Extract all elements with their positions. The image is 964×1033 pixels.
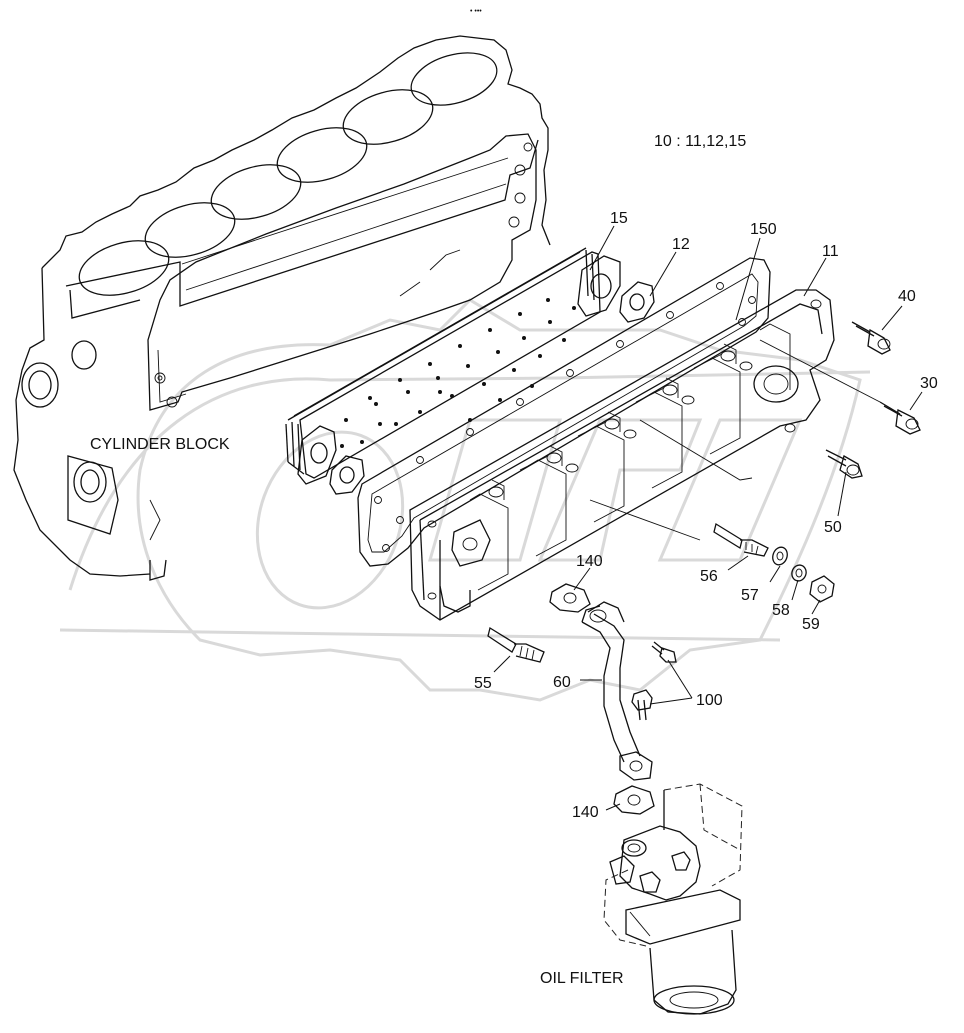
bolt-40 — [851, 321, 891, 355]
watermark-logo — [59, 298, 871, 702]
bolt-100-a — [651, 641, 677, 663]
callout-100: 100 — [696, 692, 723, 709]
cover-bosses — [488, 350, 753, 498]
washer-57 — [772, 546, 788, 566]
nut-59 — [809, 575, 835, 603]
callout-50: 50 — [824, 519, 842, 536]
callout-40: 40 — [898, 288, 916, 305]
callout-60: 60 — [553, 674, 571, 691]
gasket-140-lower — [613, 785, 655, 815]
oil-filter-label: OIL FILTER — [540, 970, 624, 987]
callout-58: 58 — [772, 602, 790, 619]
bolt-100-b — [631, 689, 653, 721]
callout-59: 59 — [802, 616, 820, 633]
callout-15: 15 — [610, 210, 628, 227]
bolt-50 — [825, 449, 863, 479]
callout-30: 30 — [920, 375, 938, 392]
stud-55 — [487, 626, 545, 663]
cover-ribs — [469, 323, 791, 591]
gasket-12 — [329, 281, 655, 495]
cooler-holes — [340, 298, 576, 448]
washer-58 — [791, 564, 807, 582]
gasket-150-holes — [374, 282, 756, 552]
callout-150: 150 — [750, 221, 777, 238]
assembly-note: 10 : 11,12,15 — [654, 133, 746, 150]
cylinder-block-drawing — [13, 35, 551, 581]
callouts: 15 12 150 11 40 30 50 56 57 58 59 140 55… — [474, 210, 938, 821]
leader-lines — [493, 225, 923, 811]
stud-56 — [713, 522, 769, 557]
oil-pipe — [581, 601, 653, 781]
header-mark: • ••• — [470, 8, 482, 15]
oil-cooler-element — [285, 247, 621, 485]
callout-12: 12 — [672, 236, 690, 253]
gasket-140-upper — [549, 583, 591, 613]
callout-140-upper: 140 — [576, 553, 603, 570]
callout-140-lower: 140 — [572, 804, 599, 821]
oil-cooler-cover — [409, 289, 881, 621]
cylinder-block-label: CYLINDER BLOCK — [90, 436, 230, 453]
callout-57: 57 — [741, 587, 759, 604]
oil-filter-drawing — [603, 783, 743, 1015]
callout-11: 11 — [822, 243, 839, 260]
callout-56: 56 — [700, 568, 718, 585]
bolt-30 — [879, 401, 921, 435]
callout-55: 55 — [474, 675, 492, 692]
gasket-150 — [357, 257, 771, 567]
